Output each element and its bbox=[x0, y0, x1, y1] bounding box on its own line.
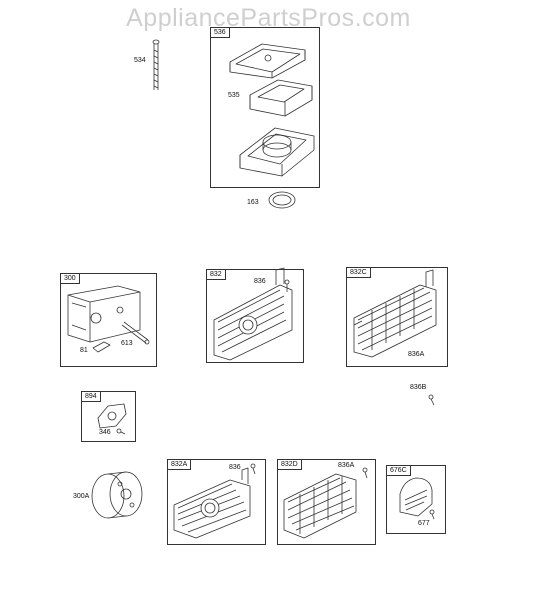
group-label-832c: 832C bbox=[346, 267, 371, 278]
group-box-676c: 676C bbox=[386, 465, 446, 534]
screw-836b bbox=[428, 394, 435, 406]
bracket-894 bbox=[97, 403, 127, 429]
group-label-832: 832 bbox=[206, 269, 226, 280]
part-label-677: 677 bbox=[418, 520, 430, 527]
group-label-676c: 676C bbox=[386, 465, 411, 476]
group-box-832d: 832D bbox=[277, 459, 376, 545]
muffler-300 bbox=[67, 285, 141, 343]
screw-534 bbox=[152, 39, 160, 90]
air-filter-element bbox=[249, 79, 313, 117]
group-label-832d: 832D bbox=[277, 459, 302, 470]
screw-677 bbox=[429, 509, 435, 520]
group-label-832a: 832A bbox=[167, 459, 192, 470]
bracket-81 bbox=[92, 341, 111, 353]
heat-shield-832a bbox=[173, 467, 251, 539]
spark-screen-676c bbox=[399, 477, 433, 517]
heat-shield-832c bbox=[353, 269, 437, 358]
part-label-613: 613 bbox=[121, 340, 133, 347]
gasket-163 bbox=[268, 191, 296, 209]
part-label-836b: 836B bbox=[410, 384, 427, 391]
heat-shield-832 bbox=[213, 267, 293, 361]
part-label-535: 535 bbox=[228, 92, 240, 99]
group-label-300: 300 bbox=[60, 273, 80, 284]
part-label-836: 836 bbox=[254, 278, 266, 285]
group-box-894: 894 bbox=[81, 391, 136, 442]
group-label-894: 894 bbox=[81, 391, 101, 402]
heat-shield-832d bbox=[283, 473, 357, 539]
screw-836a-lower bbox=[362, 467, 368, 479]
muffler-300a bbox=[91, 471, 143, 519]
group-box-536: 536 bbox=[210, 27, 320, 188]
screw-836-lower bbox=[250, 463, 256, 475]
bolt-613 bbox=[121, 321, 150, 345]
part-label-836-lower: 836 bbox=[229, 464, 241, 471]
air-cleaner-cover bbox=[229, 43, 306, 79]
part-label-534: 534 bbox=[134, 57, 146, 64]
group-box-300: 300 bbox=[60, 273, 157, 367]
screw-836 bbox=[284, 279, 290, 292]
part-label-836a-lower: 836A bbox=[338, 462, 355, 469]
group-label-536: 536 bbox=[210, 27, 230, 38]
group-box-832a: 832A bbox=[167, 459, 266, 545]
air-cleaner-base bbox=[239, 127, 315, 177]
part-label-836a: 836A bbox=[408, 351, 425, 358]
part-label-81: 81 bbox=[80, 347, 88, 354]
part-label-346: 346 bbox=[99, 429, 111, 436]
part-label-300a: 300A bbox=[73, 493, 90, 500]
screw-346 bbox=[116, 428, 126, 435]
part-label-163: 163 bbox=[247, 199, 259, 206]
